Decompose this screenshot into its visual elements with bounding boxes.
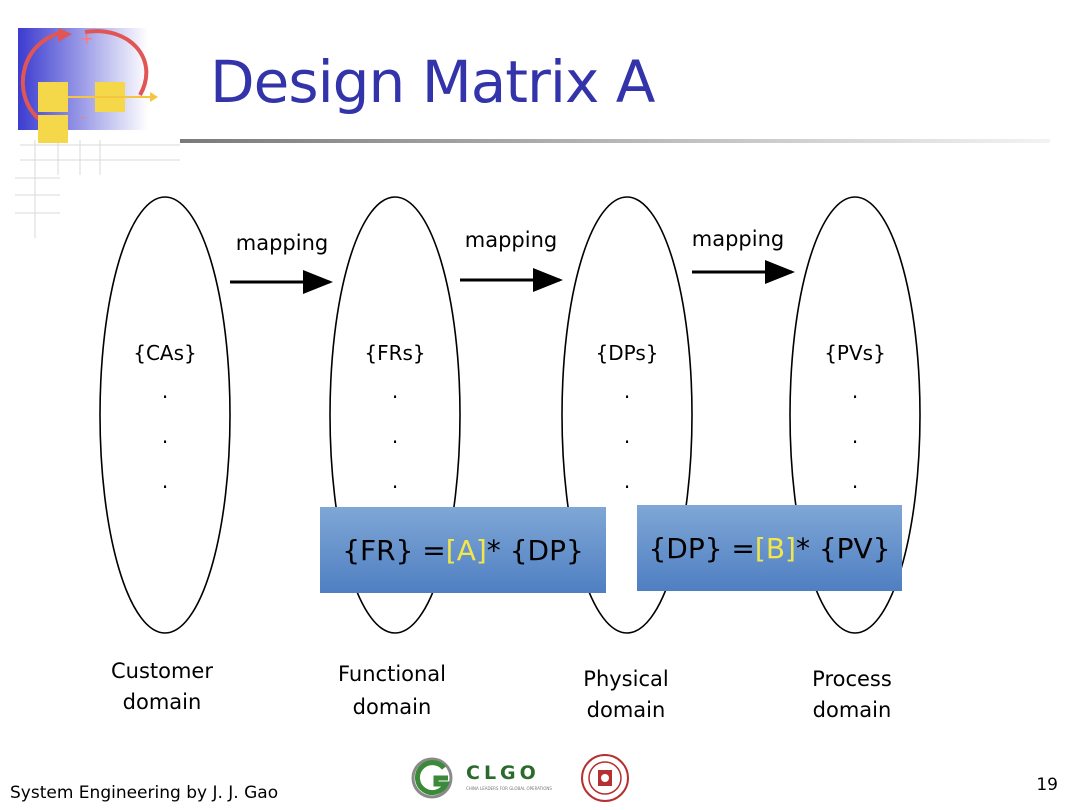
corner-logo: + - [15, 28, 180, 238]
equation-box-b: {DP} = [B] * {PV} [637, 505, 902, 591]
dot: . [624, 379, 630, 403]
clgo-logo: CLGO CHINA LEADERS FOR GLOBAL OPERATIONS [408, 754, 552, 802]
domain-name-physical-line1: Physical [583, 667, 668, 691]
dot: . [392, 469, 398, 493]
dot: . [852, 379, 858, 403]
matrix-a-label: [A] [445, 533, 487, 567]
set-label-cas: {CAs} [133, 341, 197, 365]
equation-a-left: {FR} = [342, 533, 446, 567]
set-label-dps: {DPs} [596, 341, 659, 365]
equation-b-left: {DP} = [648, 531, 755, 565]
domain-name-customer-line1: Customer [111, 659, 213, 683]
process-domain-ellipse [789, 196, 921, 634]
dot: . [624, 469, 630, 493]
equation-a-right: * {DP} [486, 533, 584, 567]
matrix-b-label: [B] [754, 531, 796, 565]
svg-text:-: - [80, 110, 85, 126]
mapping-label-3: mapping [692, 227, 784, 251]
domain-name-functional-line1: Functional [338, 662, 446, 686]
grid-lines-decoration [15, 140, 180, 238]
dot: . [162, 424, 168, 448]
clgo-logo-text: CLGO [466, 762, 540, 784]
dot: . [852, 469, 858, 493]
dot: . [392, 379, 398, 403]
set-label-frs: {FRs} [364, 341, 425, 365]
dot: . [392, 424, 398, 448]
university-seal-logo [581, 754, 629, 802]
clgo-logo-tagline: CHINA LEADERS FOR GLOBAL OPERATIONS [466, 786, 552, 791]
domain-name-customer-line2: domain [123, 690, 202, 714]
dot: . [852, 424, 858, 448]
footer-text: System Engineering by J. J. Gao [10, 783, 279, 803]
domain-name-functional-line2: domain [353, 695, 432, 719]
equation-box-a: {FR} = [A] * {DP} [320, 507, 606, 593]
title-rule [180, 139, 1050, 143]
customer-domain-ellipse [99, 196, 231, 634]
dot: . [162, 379, 168, 403]
physical-domain-ellipse [561, 196, 693, 634]
mapping-label-2: mapping [465, 228, 557, 252]
page-number: 19 [1036, 775, 1058, 795]
mapping-label-1: mapping [236, 231, 328, 255]
dot: . [624, 424, 630, 448]
set-label-pvs: {PVs} [824, 341, 886, 365]
domain-name-process-line2: domain [813, 698, 892, 722]
functional-domain-ellipse [329, 196, 461, 634]
domain-name-physical-line2: domain [587, 698, 666, 722]
equation-b-right: * {PV} [795, 531, 891, 565]
domain-name-process-line1: Process [812, 667, 892, 691]
dot: . [162, 469, 168, 493]
slide-title: Design Matrix A [210, 48, 655, 116]
svg-text:+: + [80, 29, 93, 48]
